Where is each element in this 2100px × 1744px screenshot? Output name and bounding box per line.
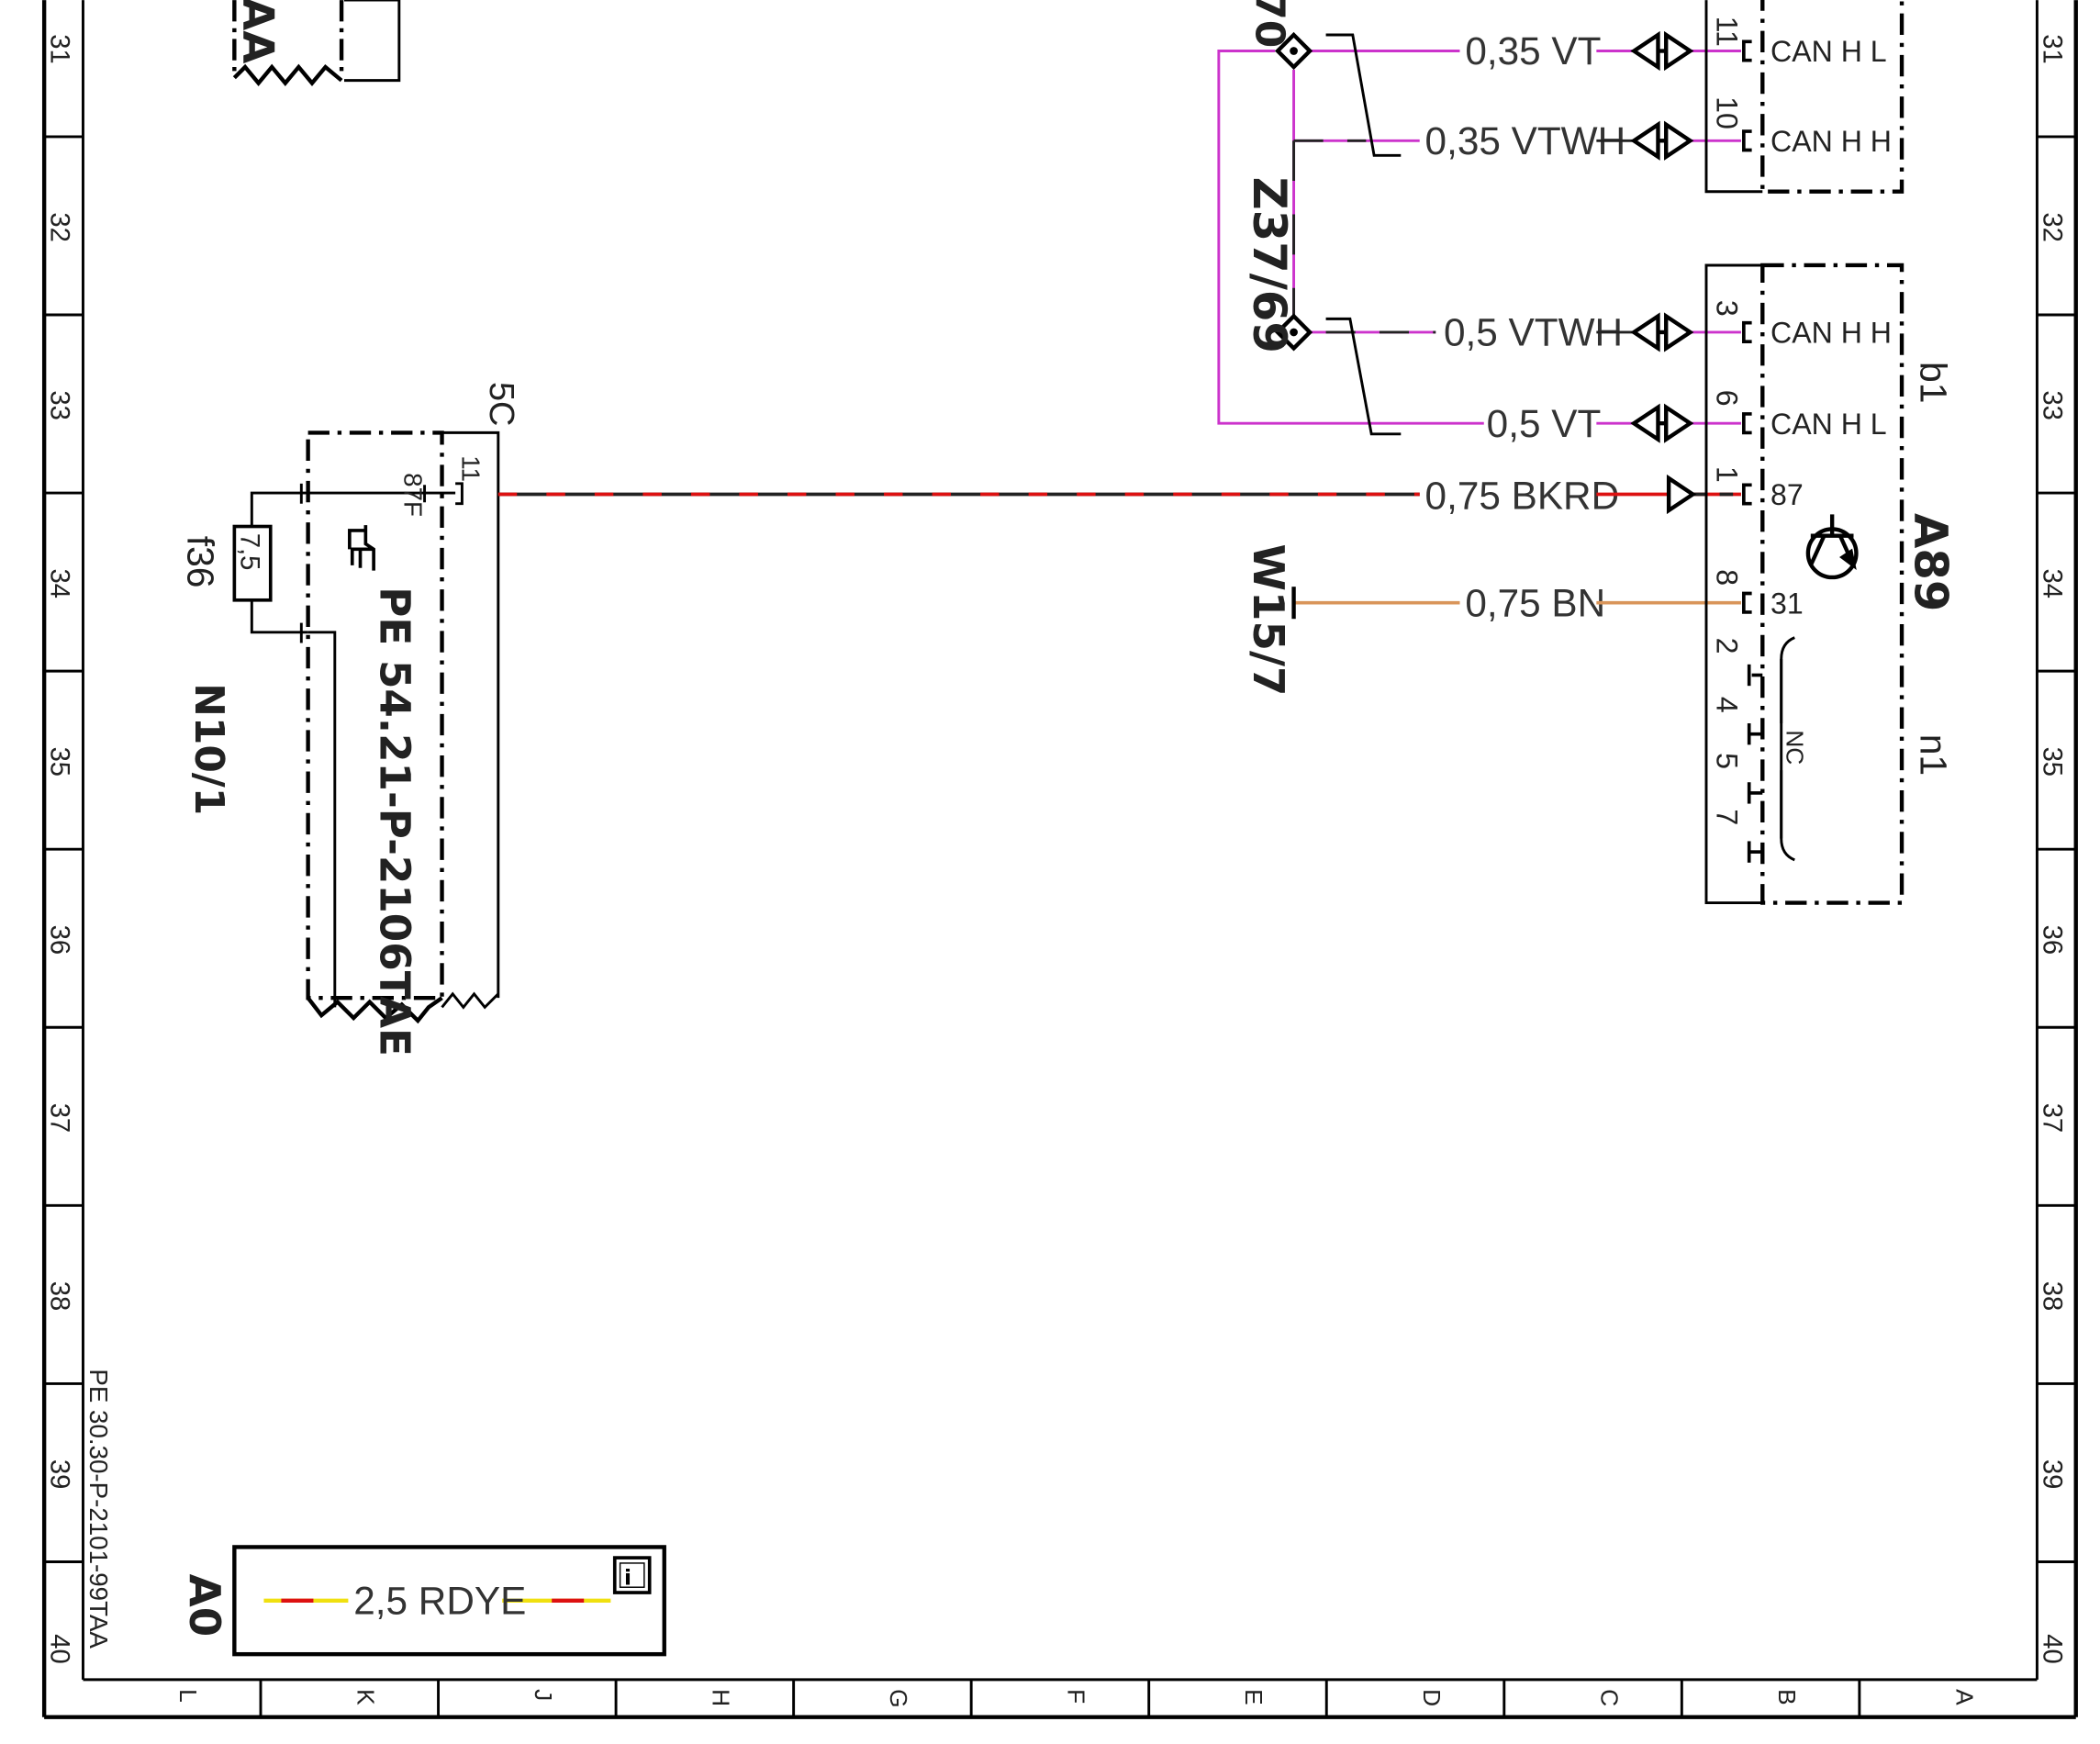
column-label: D (1418, 1689, 1446, 1706)
partial-component-top-left: AA (232, 0, 401, 86)
pin-number: 7 (1711, 809, 1744, 825)
column-label: K (352, 1689, 380, 1705)
transistor-icon (1805, 514, 1859, 580)
pin-87f-label: 87F (399, 473, 428, 517)
can-bus-wiring: Z37/69 70 (1217, 0, 1484, 436)
row-label: 34 (44, 568, 73, 598)
document-reference: PE 30.30-P-2101-99TAA (84, 1369, 113, 1649)
row-label: 40 (2038, 1634, 2067, 1663)
wire-label: 0,35 VT (1465, 29, 1601, 73)
fuse-f36: 7,5 f36 (179, 491, 308, 634)
row-ticks (44, 135, 2076, 1563)
pin-number: 4 (1711, 697, 1744, 713)
row-label: 31 (2038, 34, 2067, 63)
splice-point-top (1274, 31, 1313, 71)
row-label: 35 (44, 747, 73, 777)
wire-label: 0,75 BN (1465, 581, 1605, 624)
column-label: H (708, 1689, 735, 1706)
sub-label-b1: b1 (1912, 362, 1954, 403)
column-label: G (885, 1689, 912, 1707)
pin-number: 8 (1711, 569, 1744, 586)
pin-number: 5 (1711, 753, 1744, 769)
row-label: 32 (2038, 212, 2067, 241)
row-label: 40 (44, 1634, 73, 1663)
signal-label: CAN H H (1770, 125, 1892, 158)
column-ticks (259, 1679, 1861, 1717)
row-label: 31 (44, 34, 73, 63)
row-label: 33 (2038, 390, 2067, 419)
column-label: E (1240, 1689, 1268, 1705)
row-label: 33 (44, 390, 73, 419)
splice-point-bottom (1274, 313, 1313, 352)
ground-point: W15/7 (1243, 544, 1296, 697)
signal-label: 31 (1770, 587, 1804, 620)
partial-component-label: AA (233, 0, 283, 63)
row-label: 36 (44, 925, 73, 955)
column-label: C (1595, 1689, 1623, 1706)
signal-label: 87 (1770, 478, 1804, 511)
row-label: 36 (2038, 925, 2067, 955)
wire-label: 0,5 VT (1487, 402, 1602, 445)
legend-wire-label: 2,5 RDYE (353, 1579, 526, 1622)
info-icon[interactable]: i (612, 1556, 652, 1594)
row-label: 35 (2038, 747, 2067, 777)
row-label: 38 (44, 1281, 73, 1311)
wire-label: 0,5 VTWH (1444, 311, 1623, 354)
module-label-n10-1: N10/1 (185, 683, 232, 815)
wire-segments-right (497, 50, 1741, 605)
frame (41, 0, 2078, 1719)
pin-number: 2 (1711, 638, 1744, 654)
nc-label: NC (1782, 730, 1809, 765)
column-label: A (1950, 1689, 1978, 1705)
splice-label: Z37/69 (1243, 177, 1296, 353)
pin-number: 3 (1711, 300, 1744, 317)
pin-number: 1 (1711, 466, 1744, 483)
signal-label: CAN H H (1770, 317, 1892, 350)
row-label: 38 (2038, 1281, 2067, 1311)
row-label: 39 (44, 1459, 73, 1489)
wire-labels: 0,35 VT 0,35 VTWH 0,5 VTWH 0,5 VT 0,75 B… (1425, 29, 1626, 624)
signal-label: CAN H L (1770, 35, 1887, 68)
row-label: 37 (2038, 1103, 2067, 1133)
wire-label: 0,75 BKRD (1425, 475, 1620, 518)
wire-label: 0,35 VTWH (1425, 119, 1626, 162)
n10-module: 5C 7,5 f36 87F 11 PE 54.21-P-2106TAE N10… (179, 382, 520, 1056)
splice-label-partial: 70 (1246, 0, 1293, 48)
fuse-label: f36 (179, 536, 221, 588)
connector-5c-label: 5C (482, 382, 520, 426)
legend-box: 2,5 RDYE i A0 (179, 1545, 666, 1657)
column-label: F (1063, 1689, 1090, 1704)
column-label: B (1773, 1689, 1801, 1705)
column-label: J (530, 1689, 557, 1701)
row-label: 34 (2038, 568, 2067, 598)
upper-connector-block: 11 10 CAN H L CAN H H (1704, 0, 1905, 194)
legend-label-a0: A0 (179, 1574, 229, 1638)
pin-number: 11 (1711, 17, 1744, 47)
pointing-hand-icon (348, 525, 375, 571)
a89-component: 3 6 1 8 2 4 5 7 CAN H H CAN H L 87 31 NC… (1704, 263, 1958, 905)
svg-text:i: i (624, 1564, 631, 1590)
component-label-a89: A89 (1905, 513, 1958, 611)
row-label: 39 (2038, 1459, 2067, 1489)
pin-number: 6 (1711, 390, 1744, 407)
row-label: 37 (44, 1103, 73, 1133)
signal-label: CAN H L (1770, 408, 1887, 441)
row-label: 32 (44, 212, 73, 241)
connector-symbols (1630, 30, 1697, 515)
reference-pe-54-21: PE 54.21-P-2106TAE (370, 587, 419, 1056)
nc-bracket: NC (1780, 636, 1809, 862)
pin-number: 10 (1711, 96, 1744, 129)
pin-11-label: 11 (456, 455, 485, 482)
sub-label-n1: n1 (1912, 734, 1954, 776)
ground-label: W15/7 (1243, 544, 1292, 697)
fuse-value: 7,5 (235, 533, 264, 571)
column-label: L (174, 1689, 202, 1703)
